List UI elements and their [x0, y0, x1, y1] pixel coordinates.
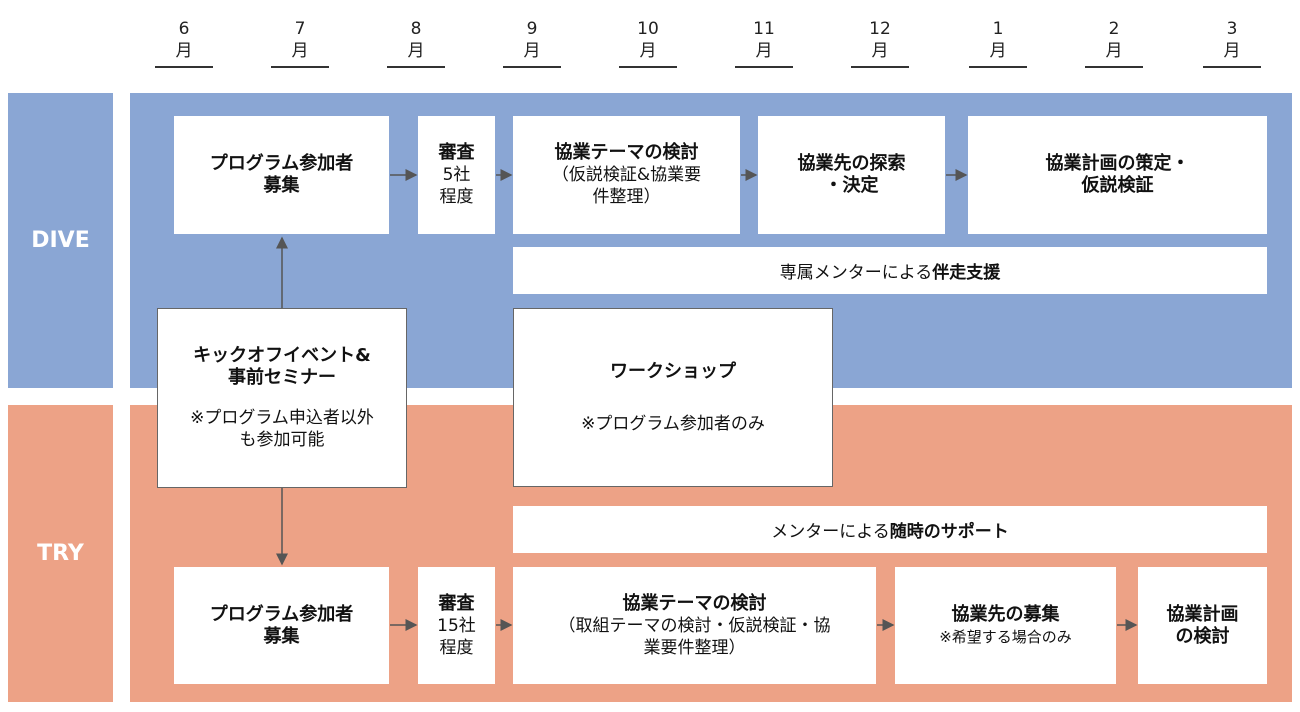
dive-partner-box: 協業先の探索・決定	[758, 116, 945, 234]
dive-support-bar: 専属メンターによる伴走支援	[513, 247, 1267, 294]
try-partner-box: 協業先の募集※希望する場合のみ	[895, 567, 1116, 684]
try-recruit-box: プログラム参加者募集	[174, 567, 389, 684]
dive-label: DIVE	[8, 93, 113, 388]
workshop-box: ワークショップ ※プログラム参加者のみ	[513, 308, 833, 487]
kickoff-box: キックオフイベント&事前セミナー ※プログラム申込者以外も参加可能	[157, 308, 407, 488]
dive-plan-box: 協業計画の策定・仮説検証	[968, 116, 1267, 234]
try-label: TRY	[8, 405, 113, 702]
dive-theme-box: 協業テーマの検討（仮説検証&協業要件整理）	[513, 116, 740, 234]
try-theme-box: 協業テーマの検討（取組テーマの検討・仮説検証・協業要件整理）	[513, 567, 876, 684]
try-support-bar: メンターによる随時のサポート	[513, 506, 1267, 553]
dive-recruit-box: プログラム参加者募集	[174, 116, 389, 234]
try-plan-box: 協業計画の検討	[1138, 567, 1267, 684]
